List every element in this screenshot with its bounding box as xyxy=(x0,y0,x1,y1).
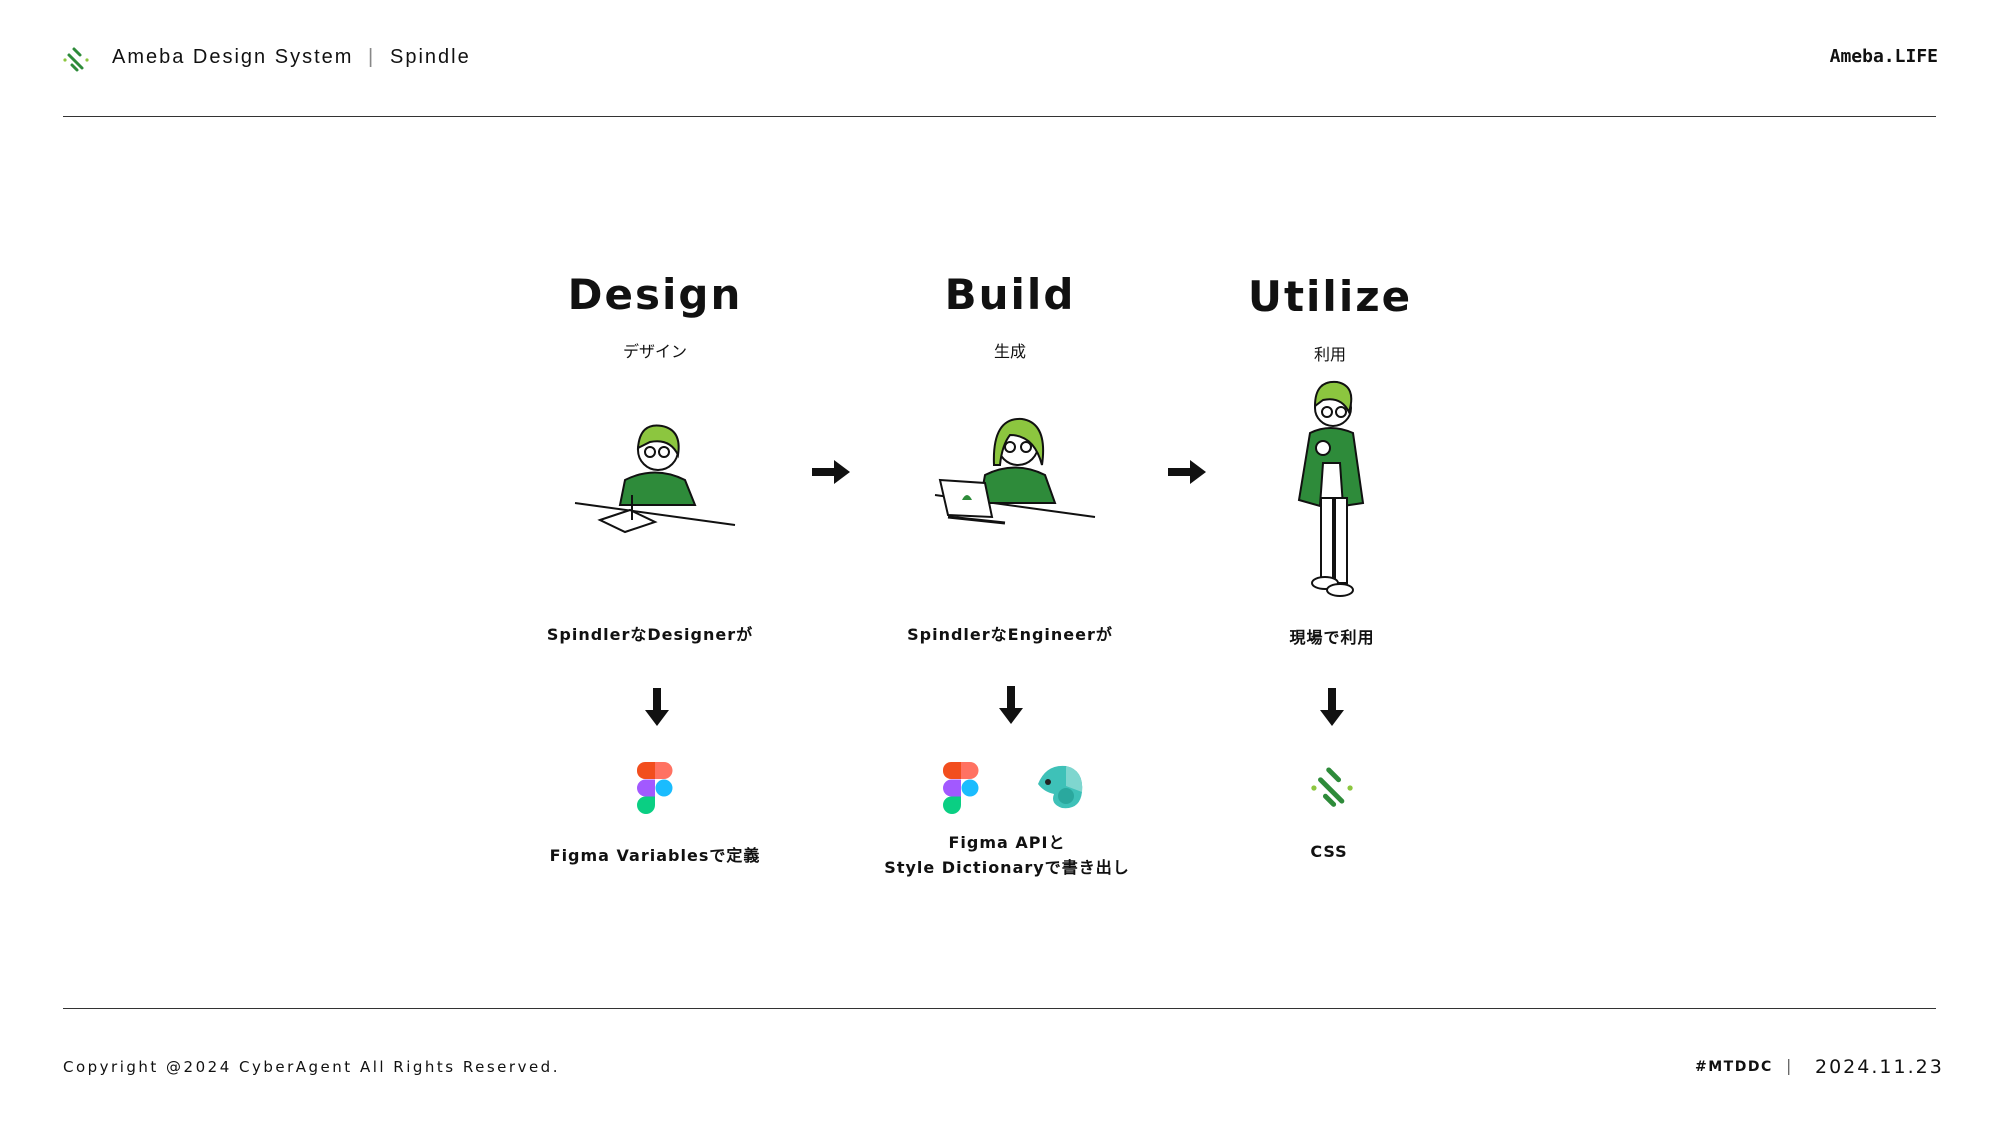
arrow-down-icon xyxy=(643,686,671,728)
spindle-css-icon xyxy=(1309,765,1355,811)
header-separator: | xyxy=(368,46,376,68)
output-utilize: CSS xyxy=(1310,842,1348,861)
designer-illustration xyxy=(570,410,740,540)
style-dictionary-chameleon-icon xyxy=(1036,762,1086,812)
caption-utilize: 現場で利用 xyxy=(1289,628,1375,647)
user-illustration xyxy=(1285,378,1375,608)
figma-icon xyxy=(943,762,979,814)
ameba-life-logo: Ameba.LIFE xyxy=(1829,46,1938,67)
event-tag: #MTDDC xyxy=(1695,1059,1773,1075)
footer-separator: | xyxy=(1786,1056,1792,1075)
product-name: Spindle xyxy=(390,46,471,68)
arrow-right-icon xyxy=(810,458,852,486)
date: 2024.11.23 xyxy=(1815,1056,1944,1078)
caption-design: SpindlerなDesignerが xyxy=(546,625,754,644)
output-build-line2: Style Dictionaryで書き出し xyxy=(884,858,1130,877)
engineer-illustration xyxy=(930,405,1100,535)
header-divider xyxy=(63,116,1936,117)
arrow-down-icon xyxy=(1318,686,1346,728)
figma-icon xyxy=(637,762,673,814)
step-title-design: Design xyxy=(567,270,743,319)
arrow-down-icon xyxy=(997,684,1025,726)
brand-name: Ameba Design System xyxy=(112,46,354,68)
step-subtitle-design: デザイン xyxy=(622,342,687,361)
caption-build: SpindlerなEngineerが xyxy=(907,625,1113,644)
output-design: Figma Variablesで定義 xyxy=(549,846,761,865)
step-title-build: Build xyxy=(944,270,1076,319)
spindle-logo-icon xyxy=(62,46,90,74)
step-title-utilize: Utilize xyxy=(1247,272,1413,321)
step-subtitle-build: 生成 xyxy=(993,342,1026,361)
arrow-right-icon xyxy=(1166,458,1208,486)
output-build-line1: Figma APIと xyxy=(948,833,1066,852)
step-subtitle-utilize: 利用 xyxy=(1313,345,1346,364)
footer-divider xyxy=(63,1008,1936,1009)
copyright: Copyright @2024 CyberAgent All Rights Re… xyxy=(63,1058,560,1076)
